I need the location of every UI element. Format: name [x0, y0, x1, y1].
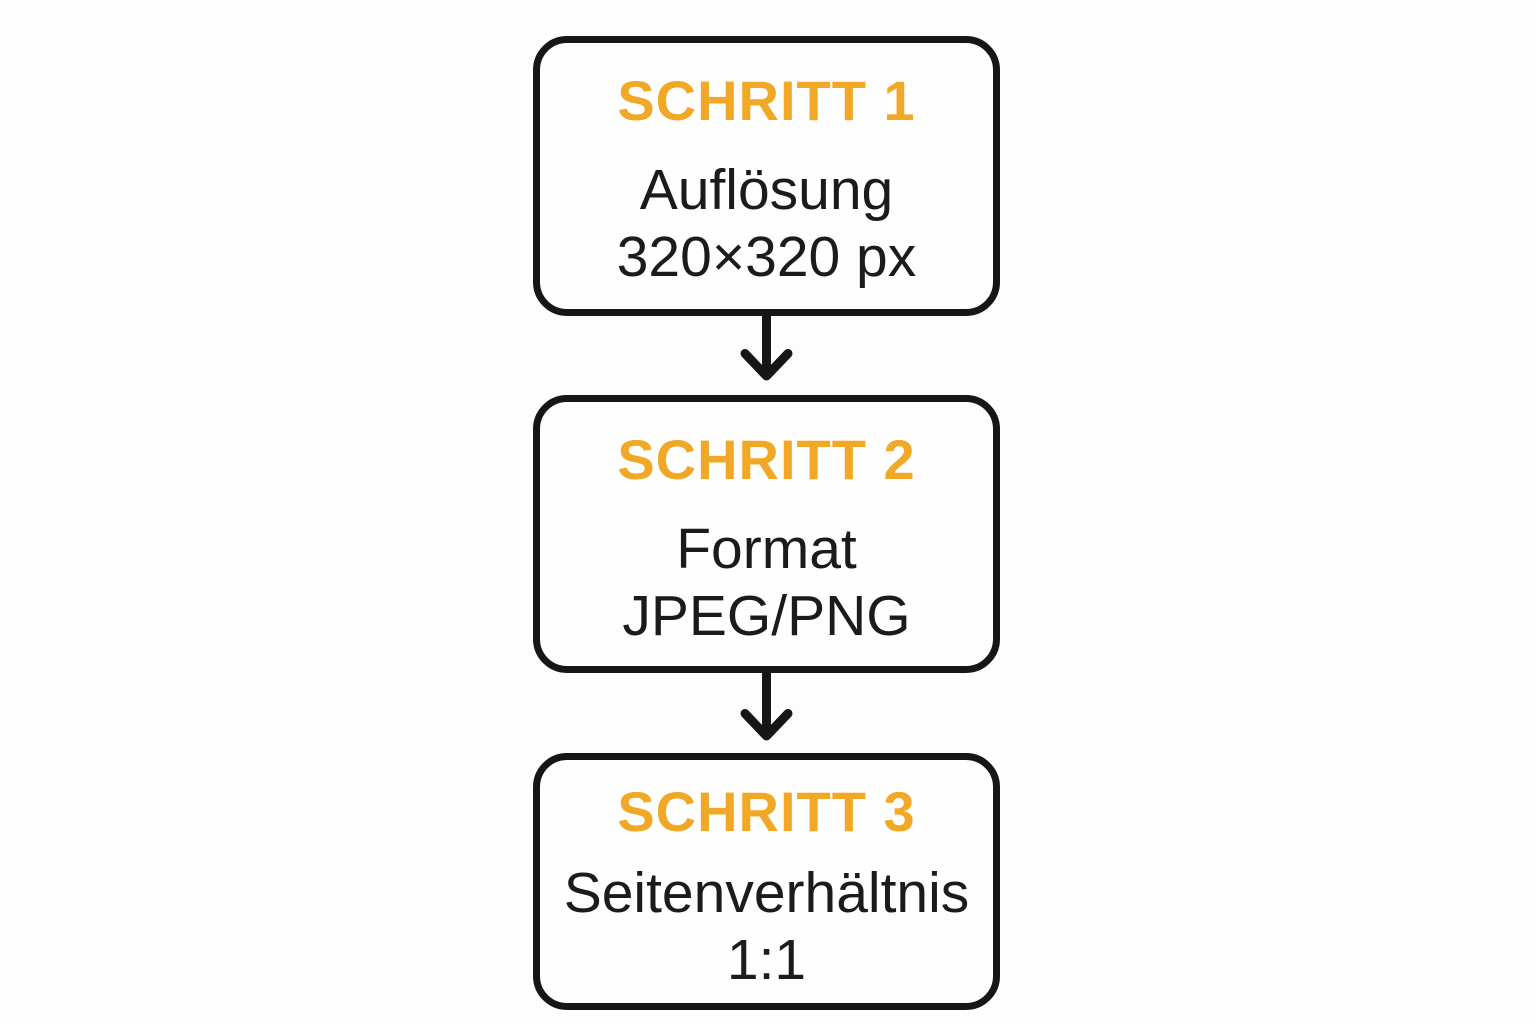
step-1-title: SCHRITT 1 [617, 69, 916, 132]
arrow-down-icon [740, 671, 793, 741]
step-box-1: SCHRITT 1 Auflösung 320×320 px [533, 36, 1000, 316]
step-box-3: SCHRITT 3 Seitenverhältnis 1:1 [533, 753, 1000, 1010]
step-3-line-1: Seitenverhältnis [563, 861, 970, 925]
step-1-line-2: 320×320 px [616, 225, 917, 289]
step-2-title: SCHRITT 2 [617, 428, 916, 491]
step-box-2: SCHRITT 2 Format JPEG/PNG [533, 395, 1000, 673]
step-3-line-2: 1:1 [726, 928, 807, 992]
step-3-title: SCHRITT 3 [617, 780, 916, 843]
arrow-down-icon [740, 311, 793, 381]
step-2-line-2: JPEG/PNG [622, 584, 911, 648]
step-2-line-1: Format [676, 517, 857, 581]
step-1-line-1: Auflösung [639, 158, 894, 222]
